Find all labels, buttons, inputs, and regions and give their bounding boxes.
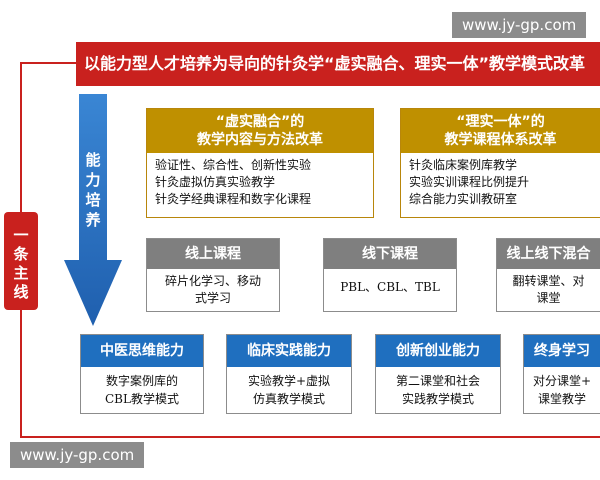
list-item: 针灸临床案例库教学 [409, 158, 518, 172]
mode-description: 碎片化学习、移动 式学习 [164, 274, 261, 305]
ability-description: 第二课堂和社会 实践教学模式 [395, 374, 480, 406]
diagram-title: 以能力型人才培养为导向的针灸学“虚实融合、理实一体”教学模式改革 [76, 42, 600, 86]
reform-items: 针灸临床案例库教学 实验实训课程比例提升 综合能力实训教研室 [401, 153, 600, 212]
mode-box-online: 线上课程 碎片化学习、移动 式学习 [146, 238, 280, 312]
main-line-label: 一条主线 [13, 226, 29, 301]
mode-heading: 线上线下混合 [497, 239, 600, 269]
arrow-label: 能力培养 [85, 151, 101, 229]
ability-box-clinical-practice: 临床实践能力 实验教学+虚拟 仿真教学模式 [226, 334, 352, 414]
mode-box-blended: 线上线下混合 翻转课堂、对 课堂 [496, 238, 600, 312]
watermark-bottom: www.jy-gp.com [10, 442, 145, 468]
mode-heading: 线下课程 [324, 239, 456, 269]
ability-box-lifelong-learning: 终身学习 对分课堂+ 课堂教学 [523, 334, 600, 414]
mode-heading: 线上课程 [147, 239, 279, 269]
watermark-top: www.jy-gp.com [452, 12, 587, 38]
ability-box-tcm-thinking: 中医思维能力 数字案例库的 CBL教学模式 [80, 334, 204, 414]
ability-description: 对分课堂+ 课堂教学 [532, 374, 592, 406]
mode-box-offline: 线下课程 PBL、CBL、TBL [323, 238, 457, 312]
mode-description: 翻转课堂、对 课堂 [512, 274, 585, 305]
mode-description: PBL、CBL、TBL [340, 280, 440, 294]
reform-box-virtual-real: “虚实融合”的 教学内容与方法改革 验证性、综合性、创新性实验 针灸虚拟仿真实验… [146, 108, 374, 218]
list-item: 综合能力实训教研室 [409, 192, 518, 206]
reform-heading: “理实一体”的 教学课程体系改革 [401, 109, 600, 153]
ability-description: 数字案例库的 CBL教学模式 [105, 374, 179, 406]
ability-heading: 终身学习 [524, 335, 600, 367]
main-line-tag: 一条主线 [4, 212, 38, 310]
ability-heading: 创新创业能力 [376, 335, 500, 367]
ability-heading: 中医思维能力 [81, 335, 203, 367]
reform-box-theory-practice: “理实一体”的 教学课程体系改革 针灸临床案例库教学 实验实训课程比例提升 综合… [400, 108, 600, 218]
list-item: 针灸学经典课程和数字化课程 [155, 192, 312, 206]
ability-box-innovation: 创新创业能力 第二课堂和社会 实践教学模式 [375, 334, 501, 414]
down-arrow-icon [64, 94, 122, 326]
list-item: 实验实训课程比例提升 [409, 175, 530, 189]
ability-description: 实验教学+虚拟 仿真教学模式 [247, 374, 331, 406]
list-item: 针灸虚拟仿真实验教学 [155, 175, 276, 189]
list-item: 验证性、综合性、创新性实验 [155, 158, 312, 172]
reform-items: 验证性、综合性、创新性实验 针灸虚拟仿真实验教学 针灸学经典课程和数字化课程 [147, 153, 373, 212]
ability-heading: 临床实践能力 [227, 335, 351, 367]
reform-heading: “虚实融合”的 教学内容与方法改革 [147, 109, 373, 153]
